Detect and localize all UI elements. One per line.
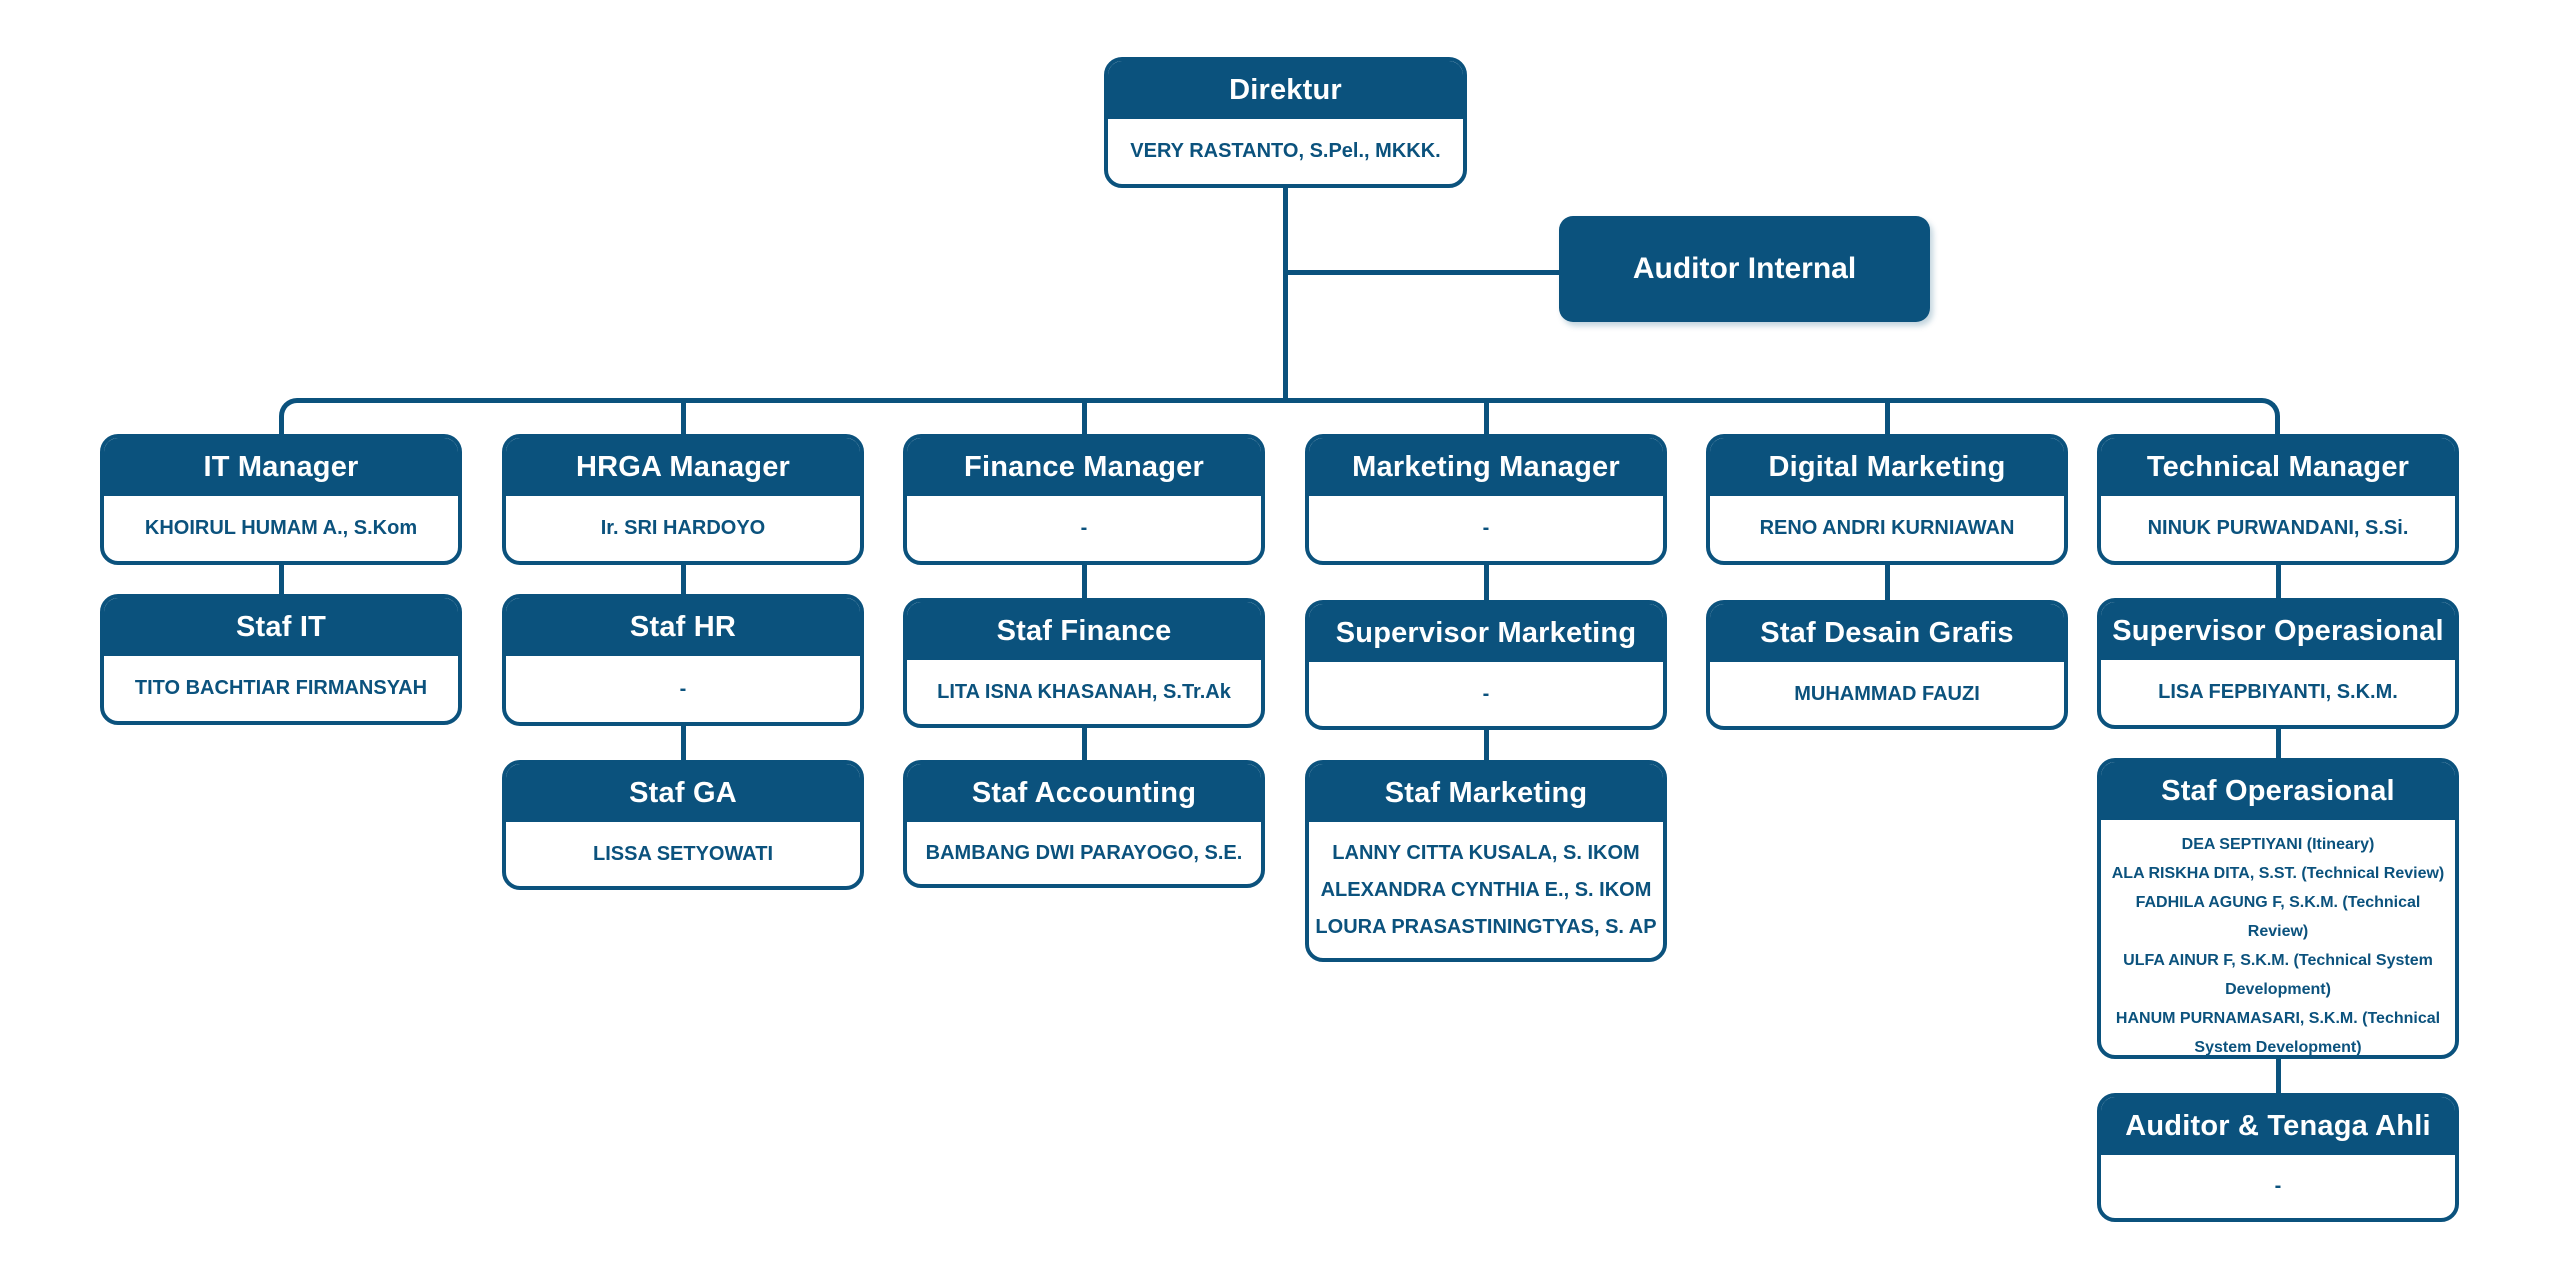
- person-name: RENO ANDRI KURNIAWAN: [1759, 517, 2015, 539]
- hrga-manager-node-title: HRGA Manager: [506, 438, 860, 496]
- technical-staff-node-2[interactable]: Auditor & Tenaga Ahli -: [2097, 1093, 2459, 1222]
- person-name: FADHILA AGUNG F, S.K.M. (Technical Revie…: [2135, 894, 2421, 940]
- technical-manager-node-title: Technical Manager: [2101, 438, 2455, 496]
- finance-staff-node-0-title: Staf Finance: [907, 602, 1261, 660]
- connector-digital-0: [1885, 561, 1890, 604]
- person-name: -: [2274, 1175, 2282, 1197]
- marketing-staff-node-1-title: Staf Marketing: [1309, 764, 1663, 822]
- technical-staff-node-2-body: -: [2101, 1155, 2455, 1218]
- hrga-staff-node-0-title: Staf HR: [506, 598, 860, 656]
- connector-marketing-0: [1484, 561, 1489, 604]
- marketing-staff-node-0-body: -: [1309, 662, 1663, 726]
- finance-manager-node[interactable]: Finance Manager -: [903, 434, 1265, 565]
- person-name: ULFA AINUR F, S.K.M. (Technical System D…: [2123, 952, 2433, 998]
- technical-staff-node-0-body: LISA FEPBIYANTI, S.K.M.: [2101, 660, 2455, 725]
- marketing-manager-node-body: -: [1309, 496, 1663, 561]
- hrga-staff-node-0-body: -: [506, 656, 860, 722]
- director-title: Direktur: [1108, 61, 1463, 119]
- person-name: BAMBANG DWI PARAYOGO, S.E.: [925, 841, 1243, 864]
- connector-finance-1: [1082, 724, 1087, 764]
- technical-staff-node-1-title: Staf Operasional: [2101, 762, 2455, 820]
- director-name: VERY RASTANTO, S.Pel., MKKK.: [1130, 140, 1441, 162]
- person-name: Ir. SRI HARDOYO: [600, 517, 766, 539]
- person-name: LANNY CITTA KUSALA, S. IKOM: [1332, 841, 1640, 864]
- connector-manager-bus: [279, 398, 2280, 436]
- marketing-staff-node-0-title: Supervisor Marketing: [1309, 604, 1663, 662]
- connector-finance-0: [1082, 561, 1087, 602]
- person-name: MUHAMMAD FAUZI: [1794, 682, 1980, 705]
- finance-manager-node-body: -: [907, 496, 1261, 561]
- person-name: LOURA PRASASTININGTYAS, S. AP: [1315, 915, 1657, 938]
- connector-bus-drop-hrga: [681, 400, 686, 436]
- technical-staff-node-1-body: DEA SEPTIYANI (Itineary) ALA RISKHA DITA,…: [2101, 820, 2455, 1056]
- it-staff-node-0-body: TITO BACHTIAR FIRMANSYAH: [104, 656, 458, 721]
- person-name: ALA RISKHA DITA, S.ST. (Technical Review…: [2111, 865, 2445, 882]
- digital-manager-node-title: Digital Marketing: [1710, 438, 2064, 496]
- connector-bus-drop-marketing: [1484, 400, 1489, 436]
- director-node[interactable]: Direktur VERY RASTANTO, S.Pel., MKKK.: [1104, 57, 1467, 188]
- marketing-manager-node-title: Marketing Manager: [1309, 438, 1663, 496]
- technical-manager-node-body: NINUK PURWANDANI, S.Si.: [2101, 496, 2455, 561]
- person-name: LISSA SETYOWATI: [592, 842, 773, 865]
- marketing-staff-node-0[interactable]: Supervisor Marketing -: [1305, 600, 1667, 730]
- person-name: HANUM PURNAMASARI, S.K.M. (Technical Sys…: [2115, 1010, 2441, 1056]
- it-staff-node-0-title: Staf IT: [104, 598, 458, 656]
- it-staff-node-0[interactable]: Staf IT TITO BACHTIAR FIRMANSYAH: [100, 594, 462, 725]
- connector-hrga-1: [681, 722, 686, 764]
- person-name: NINUK PURWANDANI, S.Si.: [2147, 517, 2409, 539]
- finance-staff-node-1-title: Staf Accounting: [907, 764, 1261, 822]
- connector-technical-0: [2276, 561, 2281, 602]
- finance-staff-node-0-body: LITA ISNA KHASANAH, S.Tr.Ak: [907, 660, 1261, 724]
- hrga-staff-node-1-body: LISSA SETYOWATI: [506, 822, 860, 886]
- connector-bus-drop-finance: [1082, 400, 1087, 436]
- it-manager-node-title: IT Manager: [104, 438, 458, 496]
- connector-technical-2: [2276, 1055, 2281, 1097]
- person-name: ALEXANDRA CYNTHIA E., S. IKOM: [1320, 878, 1652, 901]
- connector-marketing-1: [1484, 726, 1489, 764]
- connector-director-trunk: [1283, 185, 1288, 402]
- technical-staff-node-0-title: Supervisor Operasional: [2101, 602, 2455, 660]
- person-name: -: [1080, 517, 1088, 539]
- finance-manager-node-title: Finance Manager: [907, 438, 1261, 496]
- person-name: TITO BACHTIAR FIRMANSYAH: [134, 677, 428, 699]
- person-name: -: [1482, 517, 1490, 539]
- connector-auditor-internal: [1285, 270, 1561, 275]
- hrga-staff-node-1-title: Staf GA: [506, 764, 860, 822]
- person-name: KHOIRUL HUMAM A., S.Kom: [144, 517, 418, 539]
- connector-hrga-0: [681, 561, 686, 598]
- connector-it-0: [279, 561, 284, 598]
- auditor-internal-node[interactable]: Auditor Internal: [1559, 216, 1930, 322]
- person-name: DEA SEPTIYANI (Itineary): [2181, 836, 2375, 853]
- person-name: -: [1482, 682, 1490, 705]
- finance-staff-node-1-body: BAMBANG DWI PARAYOGO, S.E.: [907, 822, 1261, 884]
- marketing-staff-node-1-body: LANNY CITTA KUSALA, S. IKOM ALEXANDRA CYN…: [1309, 822, 1663, 958]
- hrga-staff-node-1[interactable]: Staf GA LISSA SETYOWATI: [502, 760, 864, 890]
- person-name: -: [679, 677, 687, 700]
- technical-staff-node-2-title: Auditor & Tenaga Ahli: [2101, 1097, 2455, 1155]
- digital-staff-node-0-body: MUHAMMAD FAUZI: [1710, 662, 2064, 726]
- marketing-manager-node[interactable]: Marketing Manager -: [1305, 434, 1667, 565]
- person-name: LITA ISNA KHASANAH, S.Tr.Ak: [937, 680, 1231, 703]
- connector-technical-1: [2276, 725, 2281, 762]
- hrga-manager-node-body: Ir. SRI HARDOYO: [506, 496, 860, 561]
- connector-bus-drop-digital: [1885, 400, 1890, 436]
- person-name: LISA FEPBIYANTI, S.K.M.: [2158, 681, 2398, 703]
- digital-staff-node-0-title: Staf Desain Grafis: [1710, 604, 2064, 662]
- digital-manager-node-body: RENO ANDRI KURNIAWAN: [1710, 496, 2064, 561]
- it-manager-node-body: KHOIRUL HUMAM A., S.Kom: [104, 496, 458, 561]
- hrga-staff-node-0[interactable]: Staf HR -: [502, 594, 864, 726]
